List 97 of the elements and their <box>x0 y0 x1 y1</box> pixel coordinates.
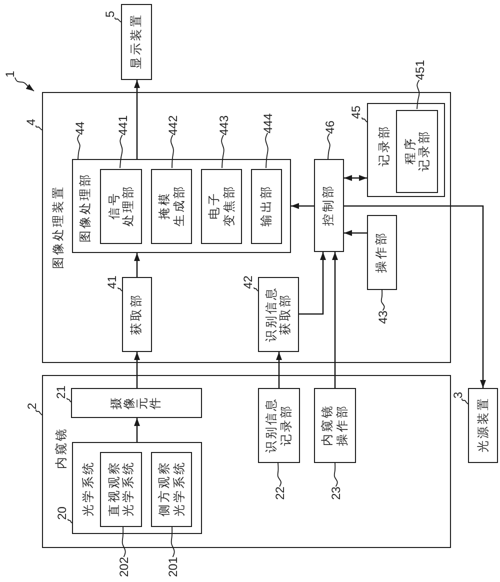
arrow <box>332 252 338 388</box>
process-box <box>100 168 142 244</box>
box-label: 掩模生成部 <box>157 184 186 228</box>
box-title: 光学系统 <box>80 460 95 516</box>
leader-line <box>120 134 123 168</box>
box-title: 记录部 <box>376 124 391 166</box>
arrow <box>344 205 486 388</box>
leader-line <box>327 133 330 160</box>
box-label: 内窥镜操作部 <box>320 404 349 448</box>
box-label: 输出部 <box>259 184 274 228</box>
process-box <box>151 452 192 527</box>
leader-line <box>170 526 175 558</box>
reference-numeral: 4 <box>25 118 37 126</box>
arrow <box>291 203 314 209</box>
reference-numeral: 444 <box>262 113 274 134</box>
box-label: 摄像元件 <box>110 397 162 410</box>
reference-numeral: 21 <box>54 386 67 399</box>
arrow <box>344 230 367 236</box>
process-box <box>468 388 498 463</box>
reference-numeral: 1 <box>4 70 16 78</box>
reference-numeral: 43 <box>376 310 389 324</box>
box-label: 获取部 <box>129 292 144 337</box>
leader-line <box>221 134 224 168</box>
leader-line <box>122 526 126 558</box>
reference-numeral: 42 <box>242 276 254 289</box>
unit-frame <box>72 159 291 254</box>
box-title: 图像处理部 <box>78 172 92 242</box>
process-box <box>70 388 202 418</box>
reference-numeral: 44 <box>74 122 86 135</box>
process-box <box>396 110 438 193</box>
reference-numeral: 20 <box>56 506 68 520</box>
box-label: 识别信息获取部 <box>264 286 292 344</box>
process-box <box>122 277 152 352</box>
leader-line <box>461 398 468 404</box>
reference-numeral: 3 <box>452 392 464 398</box>
reference-numeral: 442 <box>166 115 179 136</box>
box-label: 电子变焦部 <box>207 184 236 228</box>
box-label: 显示装置 <box>129 13 144 71</box>
arrow <box>276 352 282 388</box>
box-title: 内窥镜 <box>54 427 68 469</box>
reference-numeral: 22 <box>274 486 286 500</box>
leader-line <box>380 290 385 311</box>
process-box <box>121 4 152 80</box>
leader-line <box>265 132 268 168</box>
reference-numeral: 441 <box>116 115 129 136</box>
reference-numeral: 2 <box>26 402 38 410</box>
arrow <box>134 352 140 388</box>
leader-line <box>170 134 174 168</box>
leader-line <box>114 17 122 22</box>
process-box <box>314 159 344 252</box>
arrow <box>134 418 140 442</box>
box-label: 侧方观察光学系统 <box>157 460 186 518</box>
reference-numeral: 443 <box>218 115 230 136</box>
double-arrow <box>344 175 367 181</box>
reference-numeral: 23 <box>330 486 342 500</box>
leader-line <box>254 286 258 292</box>
process-box <box>366 215 397 290</box>
box-label: 控制部 <box>321 184 336 228</box>
box-label: 直视观察光学系统 <box>106 460 136 518</box>
process-box <box>258 277 299 352</box>
leader-line <box>334 462 338 487</box>
reference-numeral: 201 <box>167 556 179 577</box>
arrow <box>134 253 140 277</box>
box-label: 信号处理部 <box>106 184 136 228</box>
leader-line <box>35 125 42 130</box>
unit-frame <box>72 442 202 534</box>
box-label: 识别信息记录部 <box>264 396 293 455</box>
box-title: 图像处理装置 <box>51 185 66 269</box>
reference-numeral: 202 <box>118 556 130 577</box>
process-box <box>258 388 300 464</box>
process-box <box>151 168 192 244</box>
reference-numeral: 45 <box>350 106 362 119</box>
arrow <box>299 252 326 315</box>
process-box <box>201 168 242 244</box>
reference-numeral: 41 <box>106 276 118 289</box>
box-label: 光源装置 <box>476 396 490 454</box>
leader-line <box>66 398 72 402</box>
device-frame <box>42 92 451 363</box>
box-label: 程序记录部 <box>402 129 432 174</box>
leader-line <box>77 134 80 160</box>
leader-arrow <box>14 77 34 92</box>
process-box <box>100 452 142 527</box>
reference-numeral: 5 <box>104 10 116 18</box>
leader-line <box>362 117 368 122</box>
device-frame <box>42 375 451 548</box>
box-label: 操作部 <box>374 230 389 275</box>
leader-line <box>118 286 122 292</box>
reference-numeral: 451 <box>414 60 426 80</box>
arrow <box>134 80 140 159</box>
process-box <box>314 388 356 464</box>
reference-numeral: 46 <box>324 120 336 134</box>
process-box <box>251 168 282 244</box>
unit-frame <box>366 103 445 198</box>
leader-line <box>35 409 42 416</box>
leader-line <box>277 462 282 487</box>
leader-line <box>416 80 420 110</box>
leader-line <box>68 518 72 524</box>
